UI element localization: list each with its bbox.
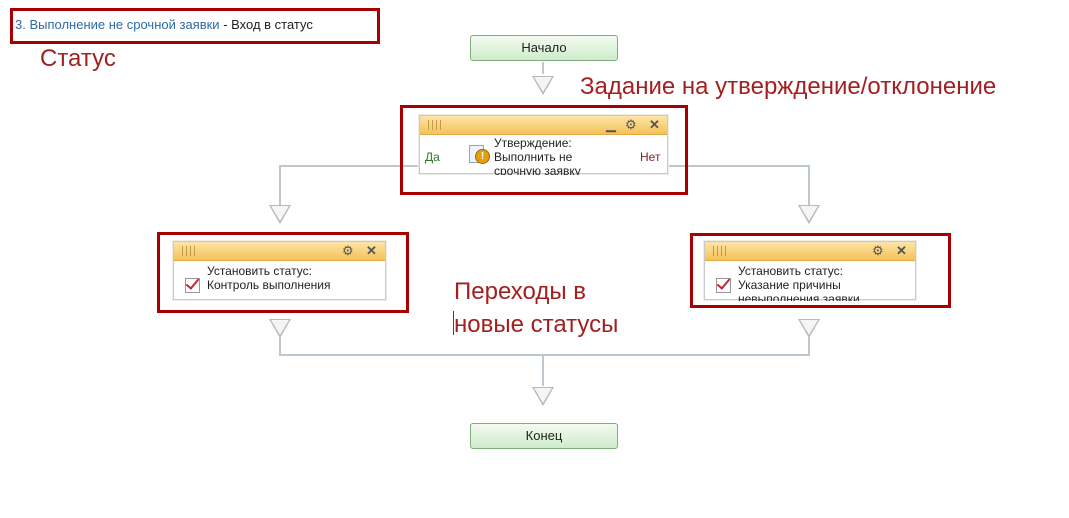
connector — [279, 165, 419, 167]
drag-handle-icon[interactable] — [713, 246, 729, 256]
connector — [542, 354, 544, 386]
approval-title: Утверждение: — [494, 136, 572, 150]
gear-icon[interactable]: ⚙ — [872, 243, 884, 258]
checkbox-icon — [185, 278, 200, 293]
status-node-right[interactable]: ⚙ ✕ Установить статус: Указание причины … — [704, 241, 916, 301]
no-branch-label[interactable]: Нет — [640, 150, 661, 164]
flow-arrow — [798, 205, 820, 224]
status-node-left[interactable]: ⚙ ✕ Установить статус: Контроль выполнен… — [173, 241, 386, 300]
breadcrumb-current: - Вход в статус — [219, 17, 313, 32]
status-text-right: Установить статус: Указание причины невы… — [738, 264, 913, 301]
checkbox-icon — [716, 278, 731, 293]
approval-line2: Выполнить не — [494, 150, 573, 164]
end-node[interactable]: Конец — [470, 423, 618, 449]
annotation-status: Статус — [40, 45, 116, 72]
flow-arrow — [532, 387, 554, 406]
annotation-transitions-2: новые статусы — [454, 311, 619, 338]
yes-branch-label[interactable]: Да — [425, 150, 440, 164]
transition-highlight-box-right — [690, 233, 951, 308]
flow-arrow — [269, 205, 291, 224]
connector — [542, 62, 544, 74]
flow-arrow — [532, 76, 554, 95]
flow-arrow — [798, 319, 820, 338]
connector — [808, 337, 810, 355]
minimize-icon[interactable]: ▁ — [606, 117, 616, 132]
transition-highlight-box-left — [157, 232, 409, 313]
approval-line3: срочную заявку — [494, 164, 581, 175]
status-right-line1: Установить статус: — [738, 264, 843, 278]
connector — [279, 165, 281, 205]
node-header[interactable]: ⚙ ✕ — [705, 242, 915, 261]
gear-icon[interactable]: ⚙ — [342, 243, 354, 258]
node-header[interactable]: ⚙ ✕ — [174, 242, 385, 261]
close-icon[interactable]: ✕ — [649, 117, 660, 132]
close-icon[interactable]: ✕ — [366, 243, 377, 258]
annotation-task: Задание на утверждение/отклонение — [580, 73, 997, 100]
task-warning-icon: ! — [469, 145, 490, 164]
node-header[interactable]: ▁ ⚙ ✕ — [420, 116, 667, 135]
close-icon[interactable]: ✕ — [896, 243, 907, 258]
breadcrumb: 3. Выполнение не срочной заявки - Вход в… — [10, 8, 380, 44]
drag-handle-icon[interactable] — [428, 120, 444, 130]
connector — [808, 165, 810, 205]
task-highlight-box — [400, 105, 688, 195]
connector — [279, 337, 281, 355]
status-right-line2: Указание причины — [738, 278, 841, 292]
status-right-line3: невыполнения заявки — [738, 292, 860, 301]
approval-text: Утверждение: Выполнить не срочную заявку — [494, 136, 604, 175]
status-left-line2: Контроль выполнения — [207, 278, 331, 292]
flow-arrow — [269, 319, 291, 338]
gear-icon[interactable]: ⚙ — [625, 117, 637, 132]
start-node[interactable]: Начало — [470, 35, 618, 61]
approval-node[interactable]: ▁ ⚙ ✕ Да ! Утверждение: Выполнить не сро… — [419, 115, 668, 175]
breadcrumb-link[interactable]: 3. Выполнение не срочной заявки — [15, 17, 220, 32]
status-left-line1: Установить статус: — [207, 264, 312, 278]
status-text-left: Установить статус: Контроль выполнения — [207, 264, 382, 292]
annotation-transitions-1: Переходы в — [454, 278, 586, 305]
connector — [279, 354, 810, 356]
drag-handle-icon[interactable] — [182, 246, 198, 256]
connector — [668, 165, 809, 167]
text-cursor — [453, 311, 454, 335]
